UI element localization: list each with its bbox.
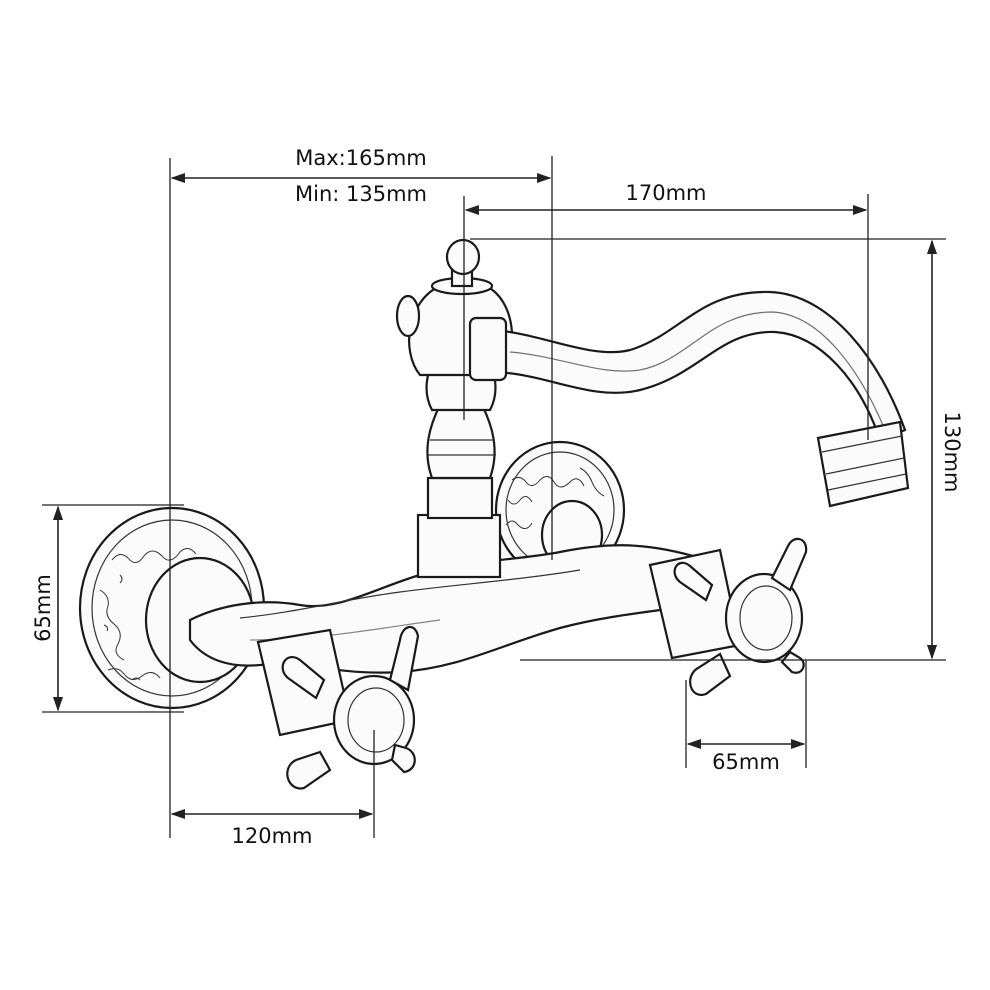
- left-cross-handle: [256, 626, 420, 790]
- right-cross-handle: [648, 537, 808, 697]
- handle-offset-label: 120mm: [232, 824, 313, 848]
- flange-height-label: 65mm: [31, 574, 55, 642]
- height-label: 130mm: [940, 412, 964, 493]
- faucet-illustration: [78, 238, 910, 790]
- max-width-label: Max:165mm: [295, 146, 427, 170]
- dimension-labels: Max:165mm Min: 135mm 170mm 130mm 65mm 12…: [31, 146, 964, 848]
- dimension-lines: [42, 156, 946, 838]
- handle-width-label: 65mm: [712, 750, 780, 774]
- spout-column: [416, 366, 502, 579]
- spout-tube: [468, 290, 910, 508]
- min-width-label: Min: 135mm: [295, 182, 427, 206]
- spout-reach-label: 170mm: [626, 181, 707, 205]
